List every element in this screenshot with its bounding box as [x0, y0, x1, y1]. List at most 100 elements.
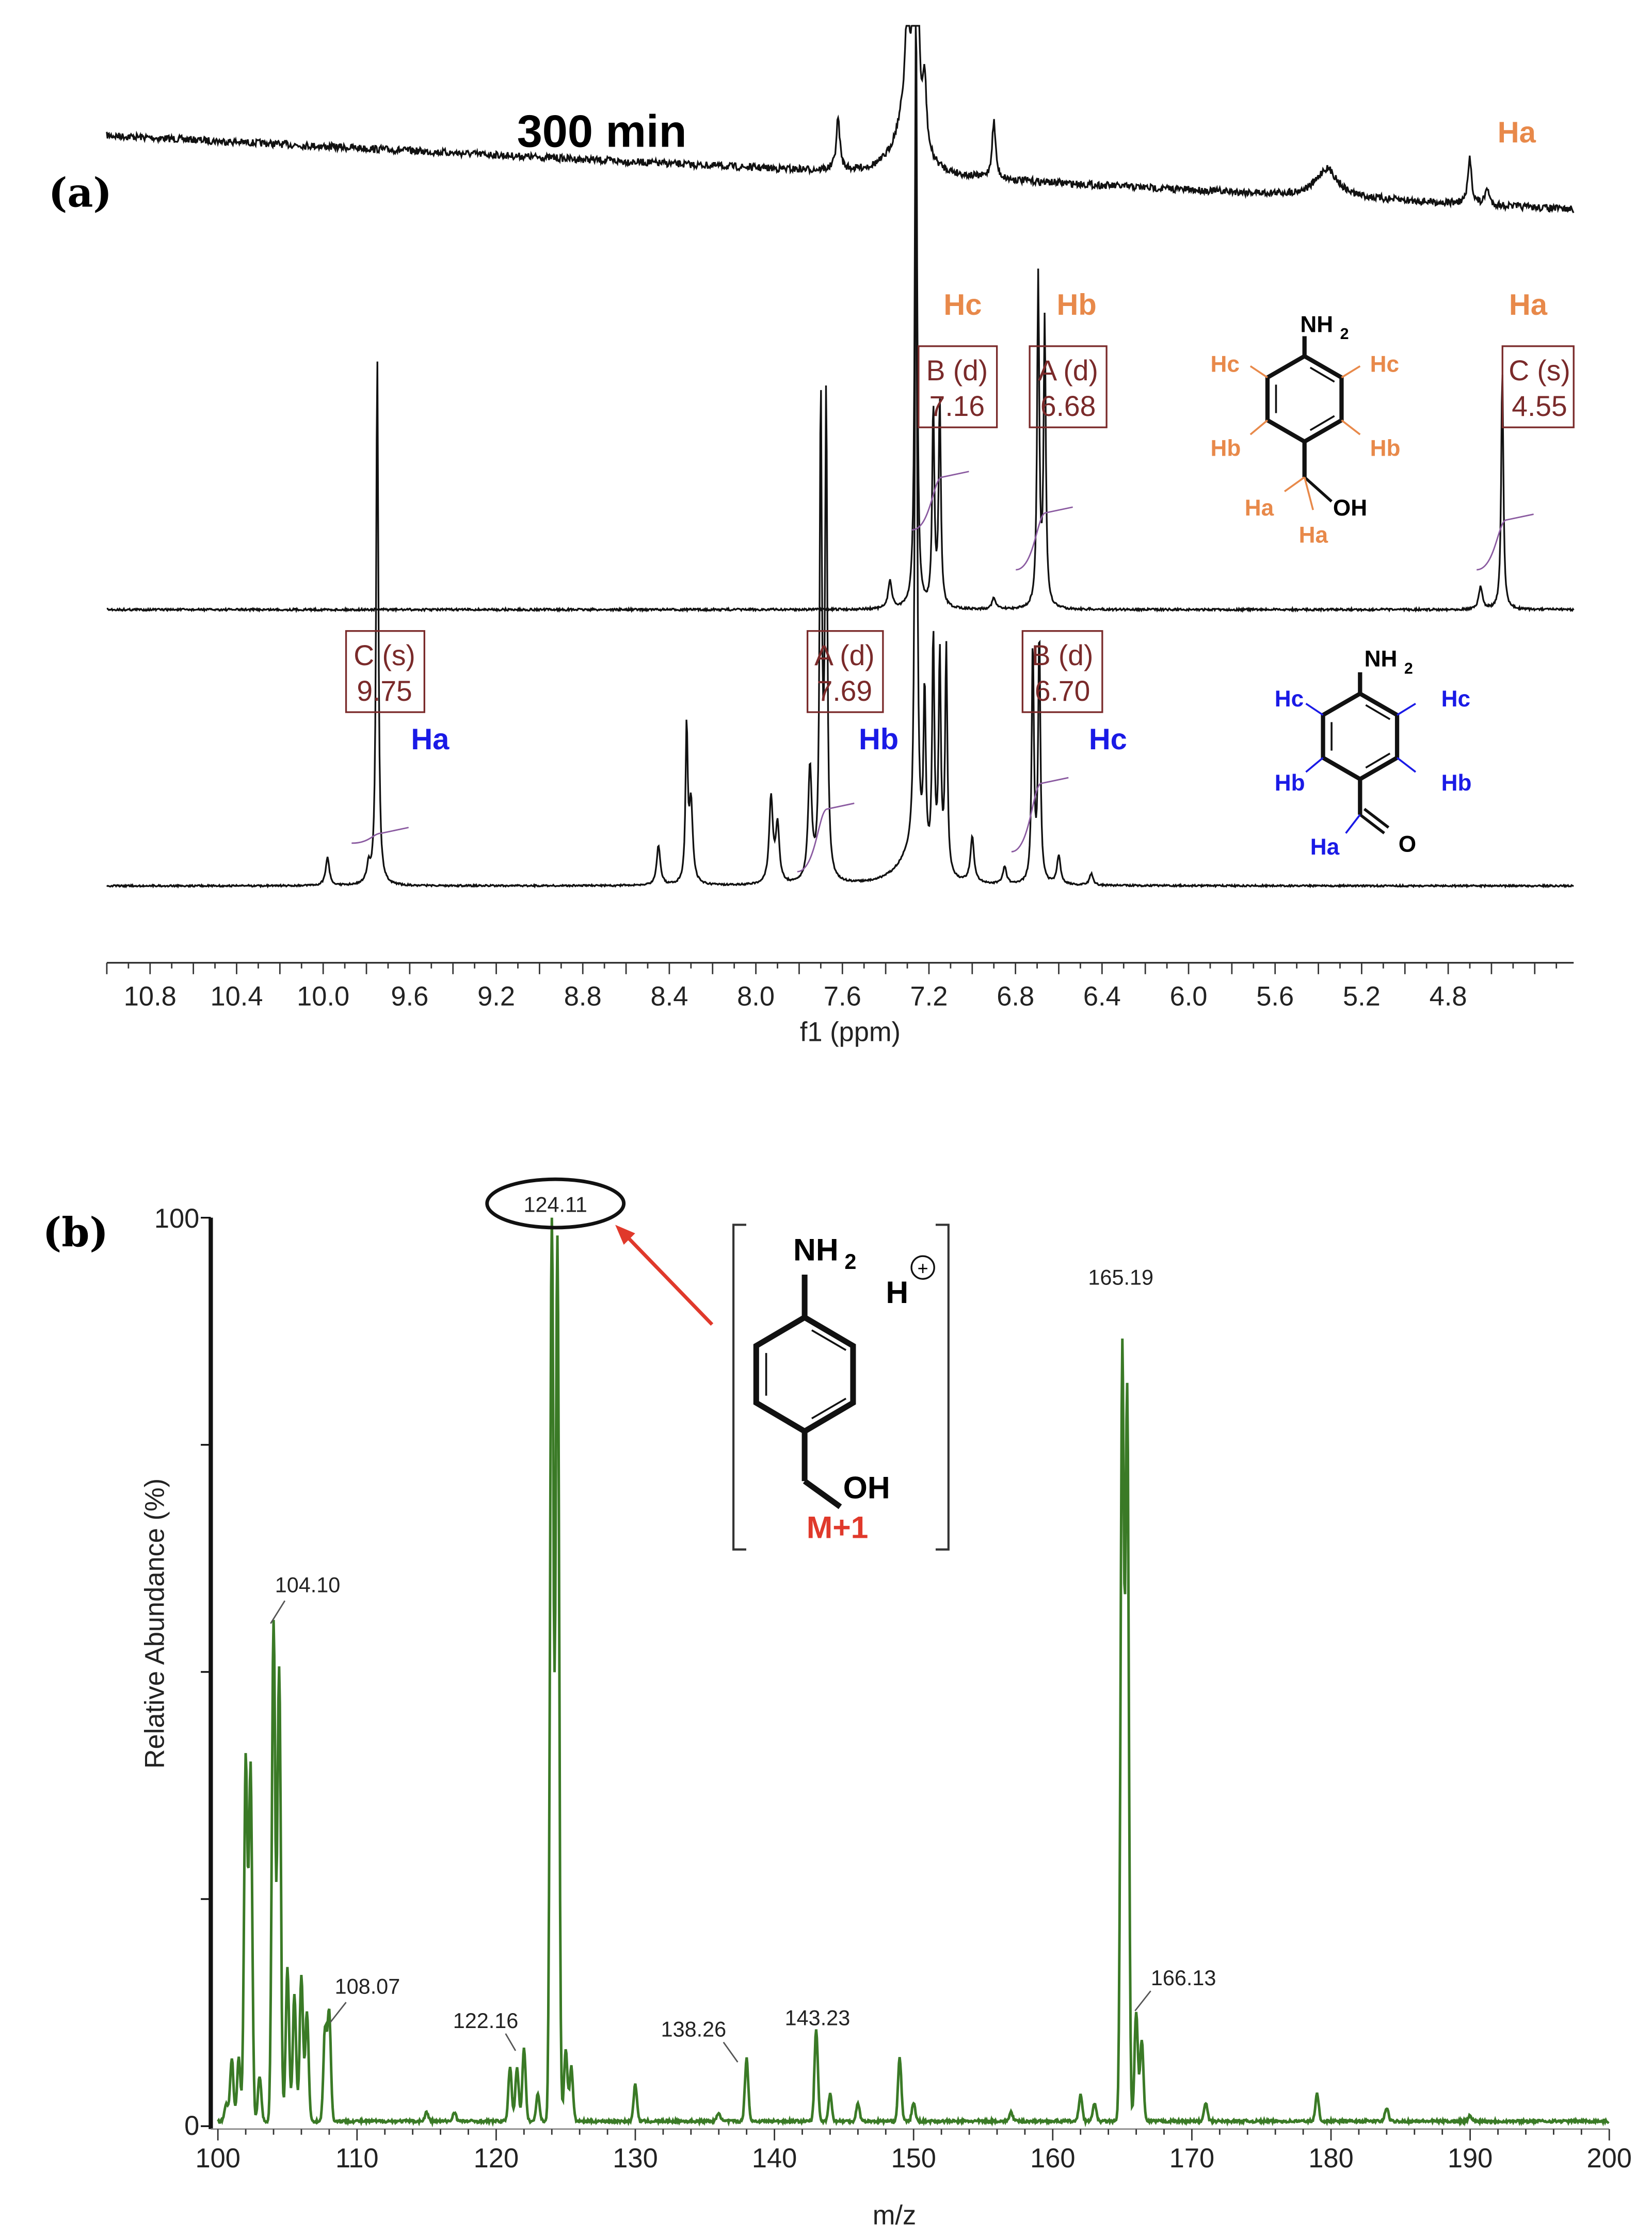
subscript: 2: [844, 1250, 856, 1274]
leader-line: [505, 2033, 517, 2051]
ha-label: Ha: [1245, 495, 1274, 521]
peak-label: 166.13: [1151, 1966, 1216, 1990]
x-tick-label: 9.2: [477, 982, 515, 1012]
hb-label: Hb: [1441, 770, 1472, 796]
x-tick-label: 6.0: [1170, 982, 1208, 1012]
box-value: 7.69: [817, 675, 872, 707]
x-tick-label: 180: [1308, 2144, 1353, 2174]
box-text: A (d): [814, 639, 875, 671]
red-arrow: [615, 1225, 714, 1326]
box-text: C (s): [1509, 355, 1570, 387]
integral-curve: [351, 827, 409, 844]
integral-curve: [1477, 513, 1534, 571]
peak-label: 122.16: [453, 2009, 519, 2033]
peak-label: 165.19: [1088, 1265, 1153, 1289]
subscript: 2: [1340, 326, 1349, 343]
panel-label-a: (a): [49, 169, 112, 216]
peak-box-7-16: B (d)7.16: [918, 345, 998, 428]
leader-line: [330, 2002, 347, 2023]
integral-curve: [911, 471, 969, 531]
leader-line: [270, 1600, 286, 1624]
integral-curve: [1016, 506, 1073, 571]
nmr-spectrum-bottom: [106, 137, 1574, 889]
x-tick-label: 6.4: [1083, 982, 1121, 1012]
peak-box-7-69: A (d) 7.69: [806, 630, 884, 713]
peak-label: 124.11: [523, 1193, 587, 1217]
x-tick-label: 100: [195, 2144, 240, 2174]
x-tick-label: 8.8: [564, 982, 602, 1012]
x-tick-label: 200: [1586, 2144, 1631, 2174]
box-value: 6.70: [1035, 675, 1090, 707]
box-value: 9.75: [357, 675, 412, 707]
box-text: C (s): [354, 639, 415, 671]
label-hb-blue: Hb: [859, 723, 899, 756]
oh-label: OH: [843, 1470, 890, 1505]
integral-curve: [1011, 777, 1069, 852]
x-tick-label: 5.6: [1256, 982, 1294, 1012]
subscript: 2: [1404, 661, 1413, 678]
x-tick-label: 10.0: [297, 982, 349, 1012]
nh2-label: NH: [1300, 312, 1333, 337]
x-tick-label: 150: [891, 2144, 936, 2174]
structure-protonated-aminobenzyl-alcohol: NH 2 H + OH M+1: [732, 1224, 950, 1551]
nh2-label: NH: [1365, 647, 1398, 672]
nmr-spectrum-top: [106, 25, 1575, 214]
charge-symbol: +: [918, 1258, 928, 1279]
box-value: 4.55: [1512, 390, 1567, 422]
positive-charge-icon: [910, 1255, 935, 1280]
y-ticks: [201, 1217, 211, 2127]
x-tick-label: 9.6: [391, 982, 428, 1012]
nh2-label: NH: [793, 1232, 839, 1267]
x-axis-label: f1 (ppm): [800, 1017, 901, 1047]
x-tick-label: 160: [1030, 2144, 1075, 2174]
leader-line: [723, 2041, 739, 2063]
x-tick-label: 190: [1448, 2144, 1493, 2174]
label-ha-blue: Ha: [411, 723, 450, 756]
mass-spectrum-line: [217, 1217, 1610, 2128]
peak-box-4-55: C (s)4.55: [1501, 345, 1575, 428]
peak-label: 143.23: [785, 2006, 851, 2030]
label-hc-orange: Hc: [943, 288, 982, 321]
hb-label: Hb: [1370, 436, 1401, 461]
m-plus-1-label: M+1: [807, 1510, 869, 1545]
box-text: B (d): [1032, 639, 1094, 671]
integral-curve: [797, 802, 855, 873]
x-tick-label: 8.0: [737, 982, 775, 1012]
label-ha-top: Ha: [1498, 116, 1536, 149]
y-tick-100: 100: [154, 1204, 199, 1234]
o-label: O: [1399, 831, 1416, 857]
x-tick-label: 10.4: [210, 982, 263, 1012]
box-value: 6.68: [1040, 390, 1096, 422]
x-axis-label: m/z: [873, 2201, 916, 2231]
hb-label: Hb: [1211, 436, 1241, 461]
x-tick-label: 4.8: [1430, 982, 1467, 1012]
integral-curves: [351, 471, 1534, 873]
peak-label: 108.07: [335, 1975, 400, 1999]
x-tick-label: 110: [335, 2144, 379, 2174]
peak-box-6-70: B (d) 6.70: [1021, 630, 1103, 713]
oh-label: OH: [1333, 495, 1367, 521]
box-value: 7.16: [929, 390, 985, 422]
x-tick-label: 5.2: [1343, 982, 1381, 1012]
x-tick-label: 170: [1169, 2144, 1214, 2174]
x-tick-label: 7.6: [824, 982, 861, 1012]
panel-label-b: (b): [43, 1209, 108, 1256]
leader-line: [1134, 1990, 1151, 2012]
x-tick-label: 120: [474, 2144, 519, 2174]
nmr-spectrum-middle: [106, 25, 1575, 614]
hb-label: Hb: [1275, 770, 1305, 796]
y-axis-label: Relative Abundance (%): [140, 1478, 170, 1768]
x-tick-label: 10.8: [124, 982, 177, 1012]
peak-label: 138.26: [661, 2017, 727, 2041]
h-label: H: [886, 1275, 908, 1310]
x-tick-label: 7.2: [910, 982, 948, 1012]
hc-label: Hc: [1370, 352, 1399, 377]
hc-label: Hc: [1211, 352, 1240, 377]
